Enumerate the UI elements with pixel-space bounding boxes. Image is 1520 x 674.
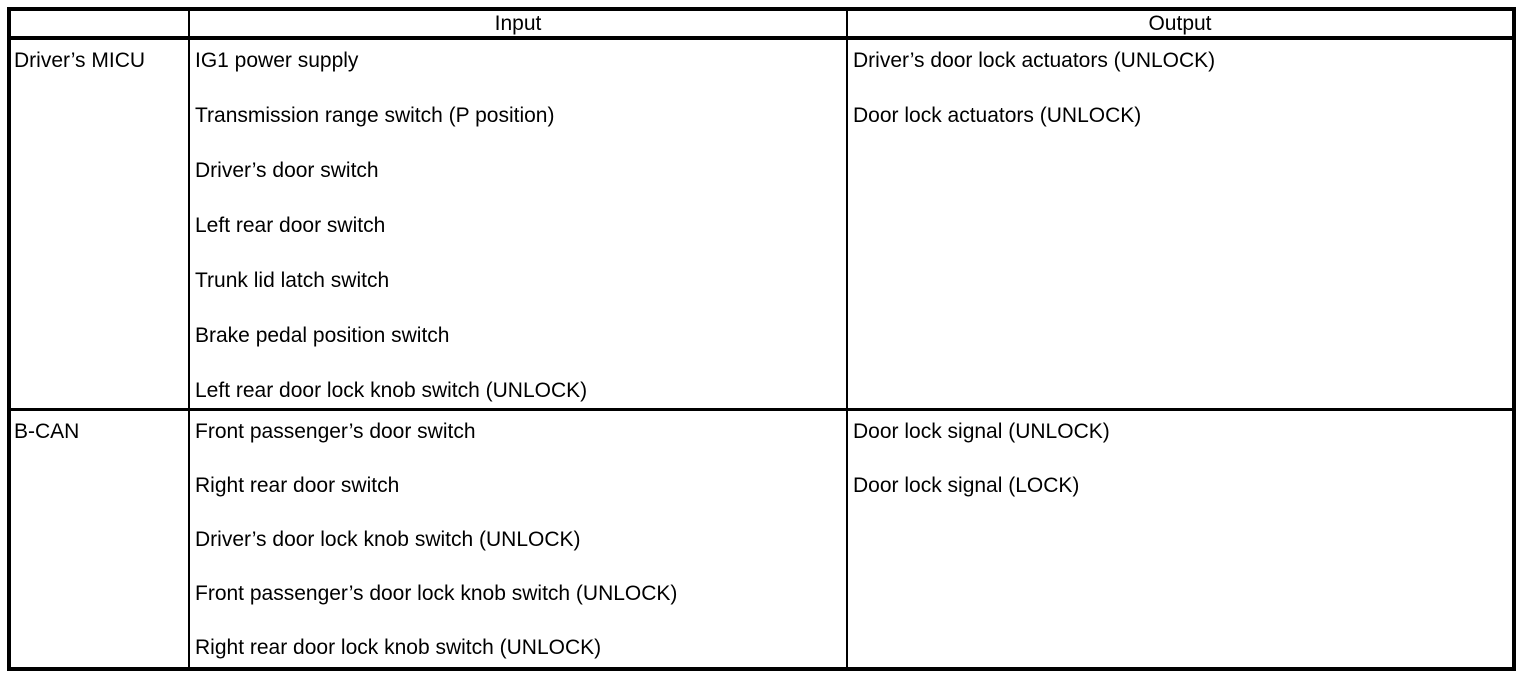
output-list-cell-b-can: Door lock signal (UNLOCK) Door lock signa… (848, 411, 1512, 667)
table-cell-line: Front passenger’s door lock knob switch … (195, 582, 678, 605)
table-cell-line: Right rear door lock knob switch (UNLOCK… (195, 636, 602, 659)
table-cell-line: Left rear door switch (195, 214, 386, 237)
table-cell-line: Left rear door lock knob switch (UNLOCK) (195, 379, 588, 402)
table-cell-line: Front passenger’s door switch (195, 420, 476, 443)
table-cell-line: Door lock actuators (UNLOCK) (853, 104, 1142, 127)
table-cell-line: Door lock signal (UNLOCK) (853, 420, 1110, 443)
output-list-cell-drivers-micu: Driver’s door lock actuators (UNLOCK) Doo… (848, 40, 1512, 411)
table-cell-line: Driver’s door lock knob switch (UNLOCK) (195, 528, 581, 551)
header-input-cell: Input (190, 11, 848, 40)
table-cell-line: Transmission range switch (P position) (195, 104, 555, 127)
table-cell-line: Brake pedal position switch (195, 324, 450, 347)
source-cell-drivers-micu: Driver’s MICU (11, 40, 190, 411)
table-cell-line: Driver’s door lock actuators (UNLOCK) (853, 49, 1216, 72)
input-output-table: Input Output Driver’s MICU IG1 power sup… (7, 7, 1516, 671)
table-cell-line: Driver’s door switch (195, 159, 379, 182)
table-cell-line: IG1 power supply (195, 49, 359, 72)
header-output-cell: Output (848, 11, 1512, 40)
source-cell-b-can: B-CAN (11, 411, 190, 667)
table-cell-line: Right rear door switch (195, 474, 400, 497)
table-cell-line: Trunk lid latch switch (195, 269, 390, 292)
header-blank-cell (11, 11, 190, 40)
table-cell-line: Door lock signal (LOCK) (853, 474, 1080, 497)
